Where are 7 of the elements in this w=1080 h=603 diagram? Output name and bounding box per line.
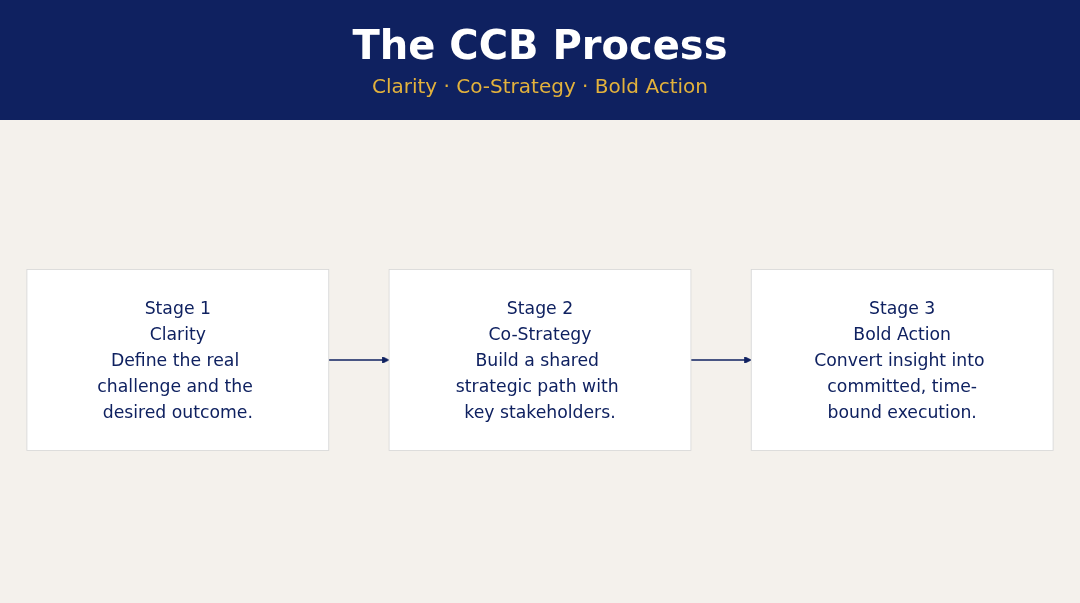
- title: The CCB Process: [352, 22, 728, 68]
- node-box: Stage 2 Co-Strategy Build a shared strategic path with key stakeholders.: [388, 269, 692, 451]
- node-box: Stage 3 Bold Action Convert insight into committed, time-bound execution.: [750, 269, 1054, 451]
- arrow: [690, 356, 752, 364]
- arrow: [327, 356, 390, 364]
- subtitle: Clarity · Co-Strategy · Bold Action: [371, 74, 709, 98]
- node-box: Stage 1 Clarity Define the real challenge and the desired outcome.: [26, 269, 330, 451]
